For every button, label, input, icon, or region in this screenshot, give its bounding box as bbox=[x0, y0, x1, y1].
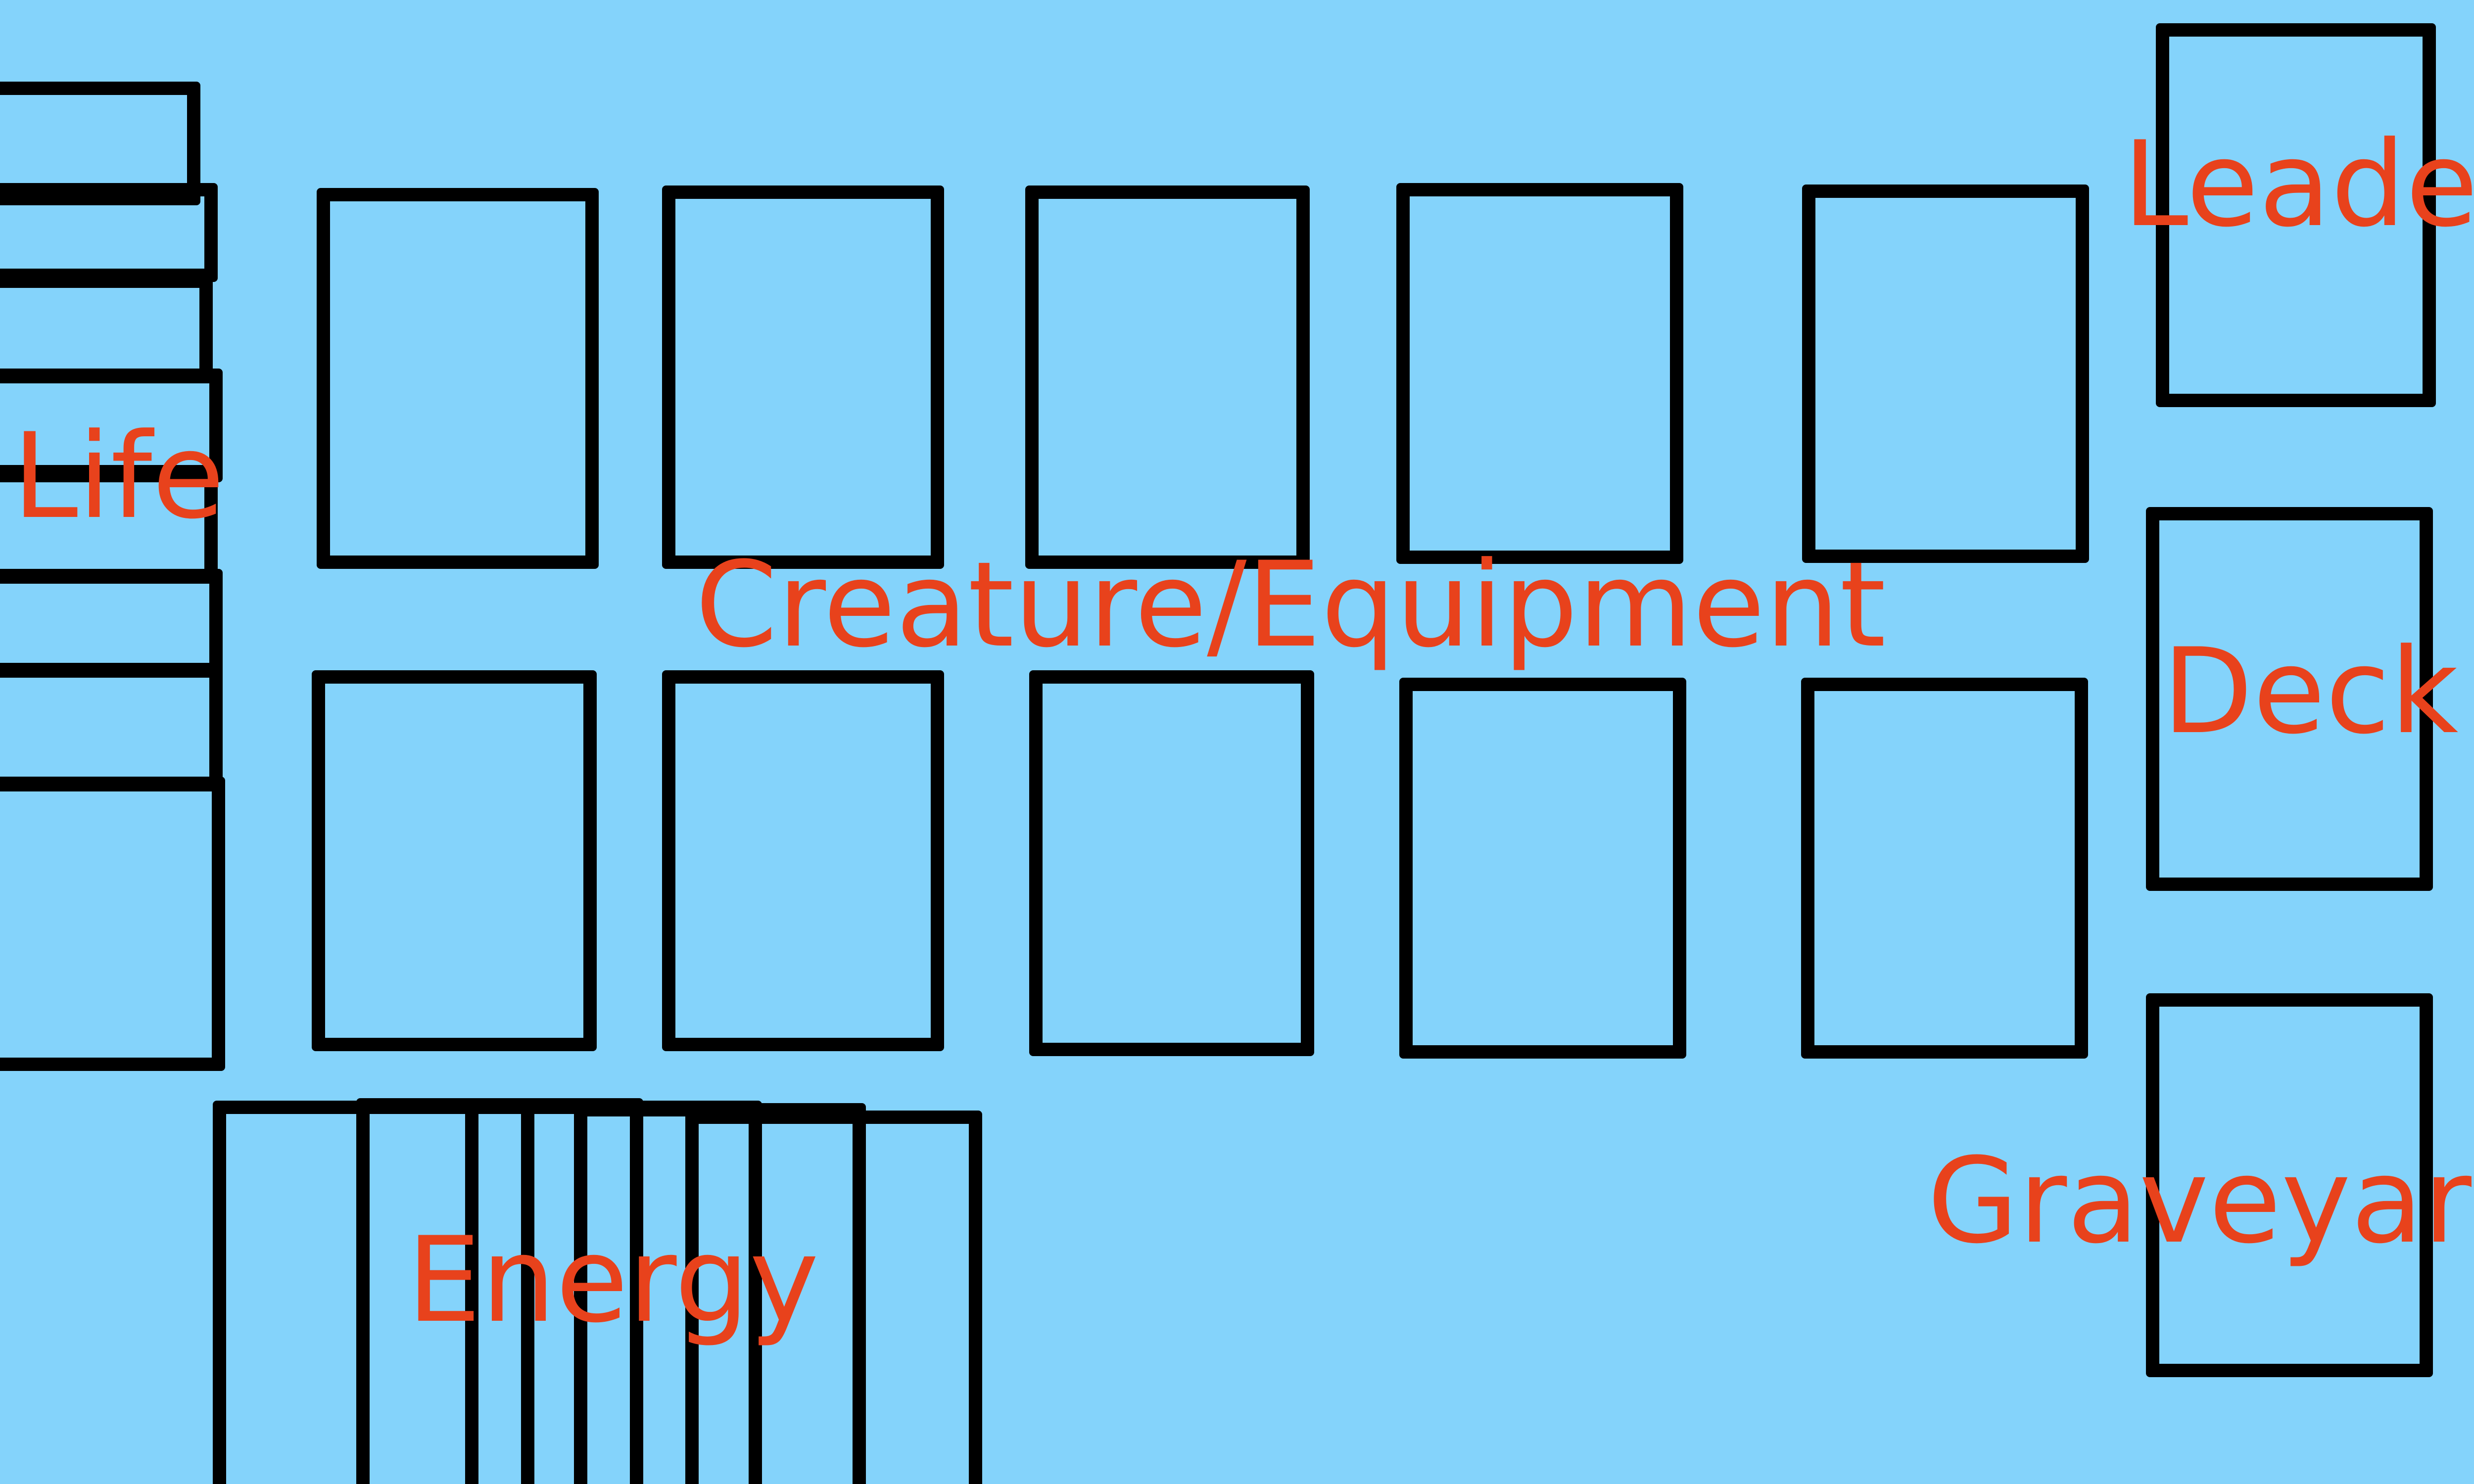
creature-slot-7[interactable] bbox=[662, 670, 944, 1051]
creature-slot-10[interactable] bbox=[1801, 678, 2088, 1059]
creature-slot-6[interactable] bbox=[312, 670, 597, 1051]
life-card-slot[interactable] bbox=[0, 663, 223, 791]
creature-slot-8[interactable] bbox=[1029, 670, 1314, 1056]
creature-slot-2[interactable] bbox=[662, 186, 944, 569]
energy-card-slot[interactable] bbox=[685, 1111, 982, 1484]
leader-slot[interactable] bbox=[2156, 23, 2436, 407]
life-card-slot[interactable] bbox=[0, 777, 225, 1071]
creature-slot-4[interactable] bbox=[1396, 183, 1683, 564]
life-card-slot[interactable] bbox=[0, 569, 223, 678]
energy-card-slot[interactable] bbox=[213, 1101, 534, 1484]
life-card-slot[interactable] bbox=[0, 275, 213, 383]
deck-slot[interactable] bbox=[2146, 507, 2433, 891]
life-card-slot[interactable] bbox=[0, 183, 218, 282]
creature-slot-3[interactable] bbox=[1025, 186, 1310, 569]
energy-card-slot[interactable] bbox=[465, 1101, 762, 1484]
graveyard-slot[interactable] bbox=[2146, 993, 2433, 1377]
life-card-slot[interactable] bbox=[0, 465, 218, 584]
creature-slot-1[interactable] bbox=[317, 188, 599, 569]
creature-slot-5[interactable] bbox=[1802, 185, 2089, 563]
creature-slot-9[interactable] bbox=[1399, 678, 1686, 1059]
